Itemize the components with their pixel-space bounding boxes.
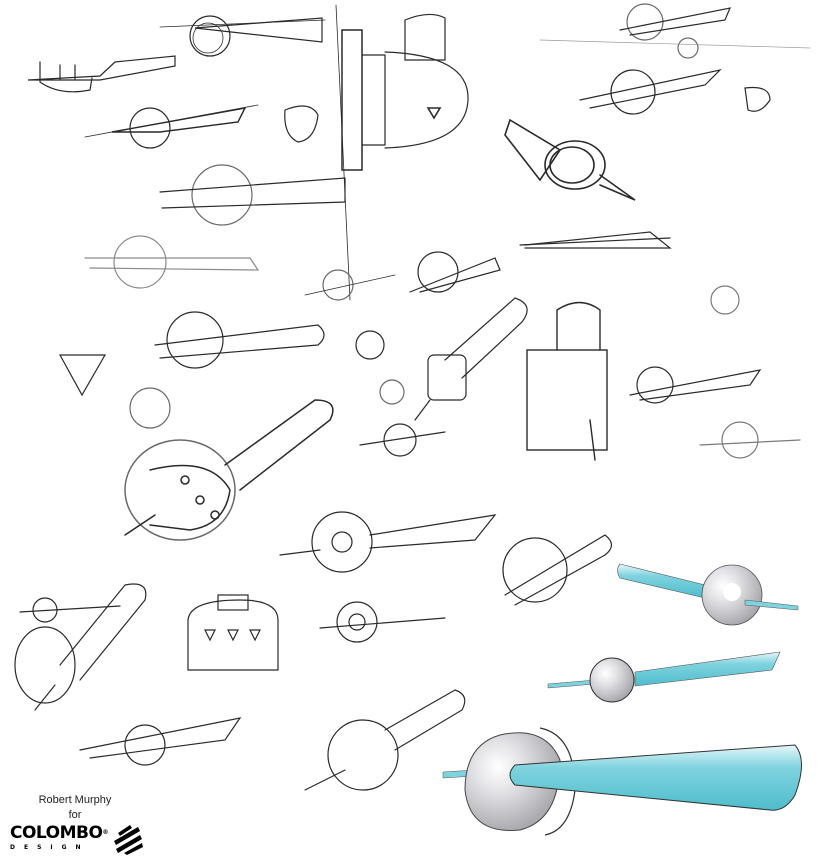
sketch-cylinder-knob (504, 118, 636, 201)
logo-stripes-icon (114, 825, 143, 855)
author-name: Robert Murphy (38, 794, 112, 806)
render-lever-large (442, 727, 802, 836)
sketch-handle-bottom-left (14, 583, 147, 711)
sketch-lever-long (159, 164, 346, 226)
sketch-lever-faint (84, 235, 260, 289)
sketch-shield-outline (284, 105, 319, 143)
sketch-lever-blade (84, 104, 259, 149)
render-lever-top (617, 563, 799, 626)
logo-brand-text: COLOMBO (10, 823, 103, 843)
render-lever-mid (547, 651, 781, 703)
sketch-dome-rose (187, 594, 279, 671)
sketch-right-faint (699, 285, 801, 459)
logo-sub-text: DESIGN (10, 844, 90, 851)
sketch-ball-knob (629, 366, 762, 404)
sketch-rose-square (526, 301, 608, 461)
sketch-blade-bottom (79, 717, 242, 766)
sketch-right-group (539, 3, 811, 115)
credit-block: Robert Murphy for (0, 793, 150, 822)
sketch-handle-left (27, 55, 176, 93)
sketch-perforated-rose (279, 511, 497, 573)
sketch-small-circles (359, 379, 446, 457)
sketch-lever-top (159, 15, 326, 57)
sketch-ball-lever-bottom (304, 689, 466, 791)
colombo-design-logo: COLOMBO® DESIGN (10, 824, 108, 852)
sketch-door-knob-side (335, 4, 469, 301)
sketch-cylinder-lever (414, 297, 528, 421)
sketch-globe-lever (502, 534, 613, 606)
sketch-flat-lever (519, 237, 671, 246)
sketch-mid-row (58, 251, 501, 429)
sketch-perforated-knob (124, 399, 334, 541)
registered-mark: ® (102, 829, 108, 836)
sketch-rose-round (319, 601, 446, 643)
credit-connector: for (68, 809, 82, 821)
